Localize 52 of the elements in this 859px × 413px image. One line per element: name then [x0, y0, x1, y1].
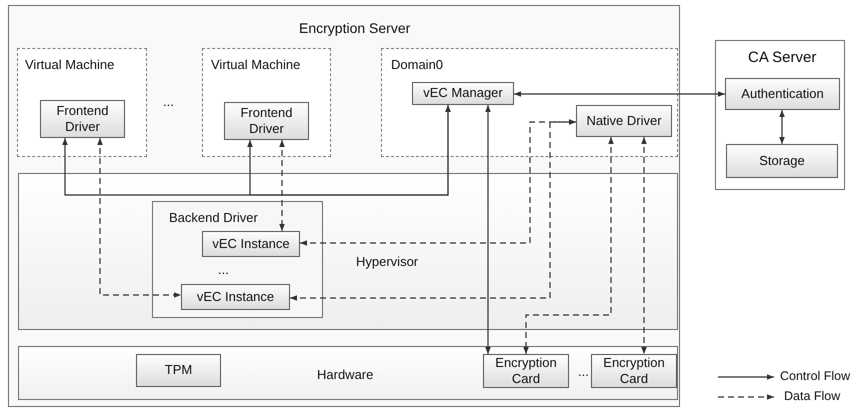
authentication-box — [725, 78, 840, 110]
virtual-machine-panel — [202, 48, 331, 157]
arrow — [279, 140, 285, 231]
arrow — [779, 110, 785, 144]
node-label: Encryption Card — [494, 354, 558, 388]
node-label: Frontend Driver — [55, 102, 110, 136]
node-label: Frontend Driver — [239, 104, 294, 138]
server-panel — [8, 5, 680, 407]
arrow — [247, 105, 451, 196]
manager-box — [412, 82, 514, 105]
node-label: TPM — [164, 362, 192, 379]
node-label: vEC Instance — [196, 288, 274, 306]
legend-label: Control Flow — [780, 369, 850, 383]
node-title: Virtual Machine — [211, 57, 300, 72]
node-title: CA Server — [748, 49, 816, 66]
node-label: Encryption Card — [602, 354, 666, 388]
node-title: Hardware — [317, 367, 374, 382]
node-title: Backend Driver — [169, 210, 258, 225]
driver-box — [40, 100, 125, 138]
instance-box — [202, 231, 300, 257]
node-label: Authentication — [741, 86, 824, 102]
driver-box — [224, 102, 309, 140]
backend-driver-panel — [152, 201, 323, 318]
ca-server-panel — [715, 40, 845, 190]
arrow — [523, 137, 614, 354]
node-label: Storage — [759, 152, 805, 170]
driver-box — [576, 105, 672, 137]
arrow — [485, 105, 491, 354]
node-title: Virtual Machine — [25, 57, 114, 72]
instance-box — [181, 284, 290, 310]
arrow — [290, 119, 576, 301]
node-label: vEC Manager — [423, 85, 503, 102]
tpm-box — [136, 354, 221, 387]
storage-box — [726, 144, 838, 178]
hypervisor-panel — [18, 173, 678, 330]
node-label: Native Driver — [586, 112, 662, 130]
legend-label: Data Flow — [784, 389, 840, 403]
node-label: vEC Instance — [212, 236, 290, 252]
card-box — [591, 354, 677, 388]
hardware-panel — [18, 346, 678, 400]
ellipsis: ... — [163, 94, 174, 109]
ellipsis: ... — [218, 262, 229, 277]
arrow — [641, 137, 647, 354]
node-title: Domain0 — [391, 57, 444, 72]
domain-panel — [381, 48, 678, 157]
ellipsis: ... — [578, 364, 589, 379]
node-title: Hypervisor — [356, 254, 418, 269]
arrow — [97, 138, 181, 298]
node-title: Encryption Server — [299, 20, 410, 36]
virtual-machine-panel — [17, 48, 147, 157]
arrow — [514, 91, 725, 97]
card-box — [483, 354, 569, 388]
